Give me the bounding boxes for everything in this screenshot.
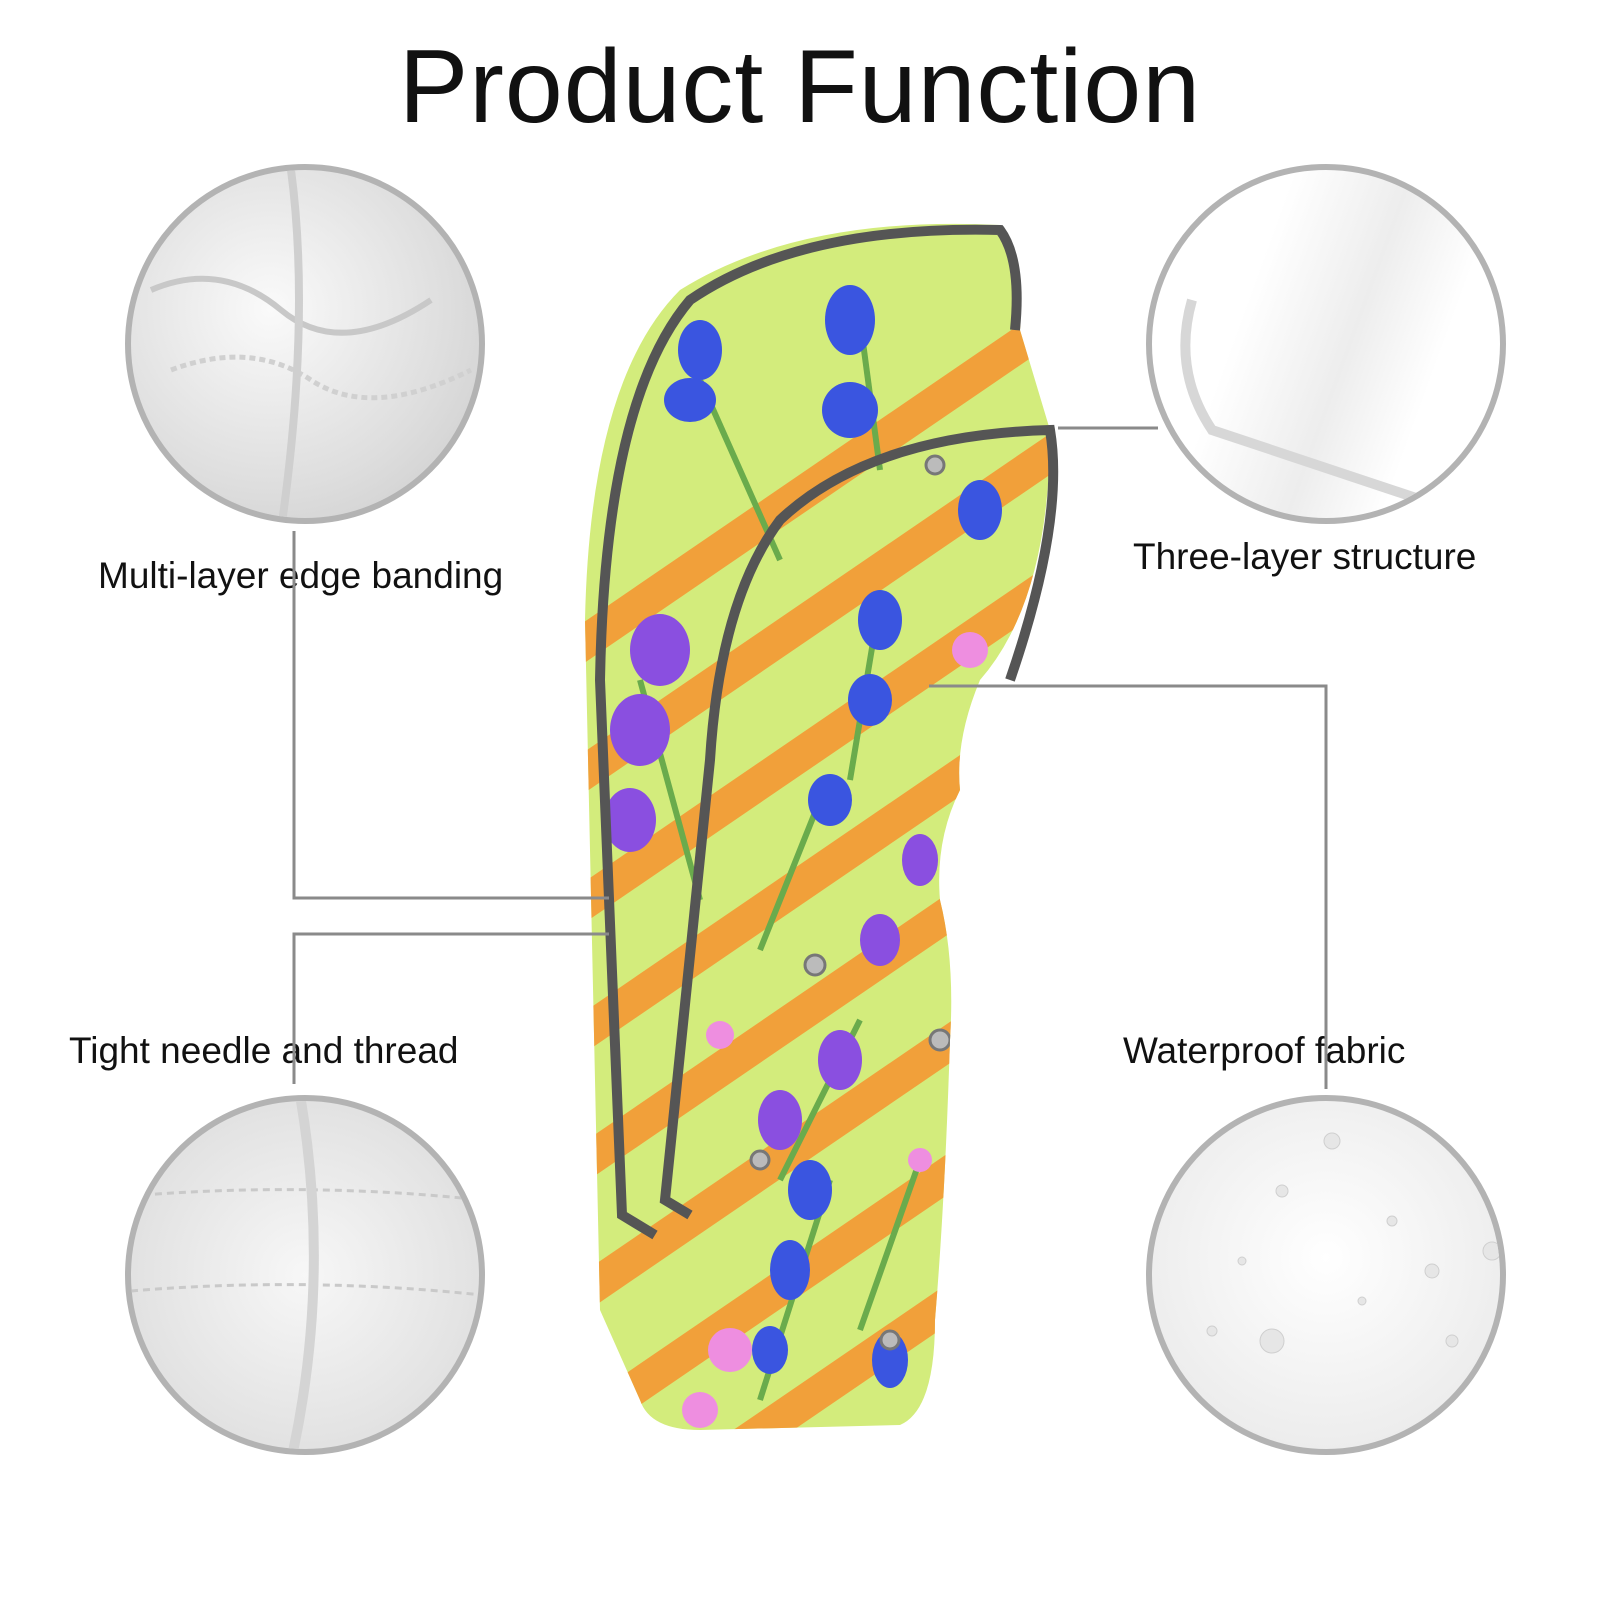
headcover-body <box>585 223 1050 1431</box>
feature-label-waterproof: Waterproof fabric <box>1123 1030 1406 1071</box>
inner-trim <box>659 424 1059 1220</box>
page-title: Product Function <box>398 29 1202 145</box>
edge-trim <box>594 224 1022 1240</box>
callout-lines <box>292 426 1328 1089</box>
pink-flowers <box>682 632 988 1428</box>
blue-flowers <box>664 285 1002 1388</box>
waterproof-closeup <box>1146 1095 1506 1455</box>
edge-banding-closeup <box>125 164 485 524</box>
feature-label-stitching: Tight needle and thread <box>69 1030 459 1071</box>
three-layer-closeup <box>1146 164 1506 524</box>
purple-flowers <box>604 614 938 1150</box>
feature-label-edge-banding: Multi-layer edge banding <box>98 555 504 596</box>
stitching-closeup <box>125 1095 485 1455</box>
feature-label-three-layer: Three-layer structure <box>1133 536 1477 577</box>
